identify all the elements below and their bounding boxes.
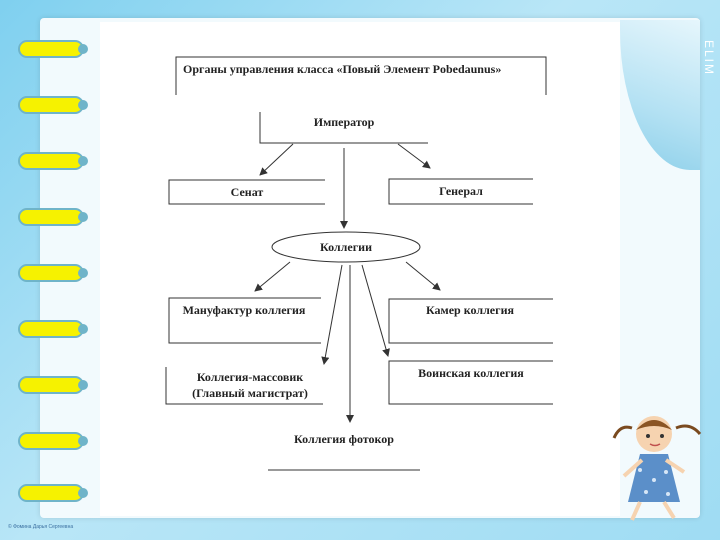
emperor-box [259,112,428,144]
node-manufactory: Мануфактур коллегия [183,303,306,317]
binder-ring [18,40,88,58]
title-box [175,56,547,95]
arrow-to-general [397,143,431,169]
node-emperor: Император [314,115,375,129]
footer-credit: © Фомина Дарья Сергеевна [8,524,74,530]
side-text: ELIM [702,40,716,77]
binder-ring [18,96,88,114]
girl-illustration [612,416,702,521]
arrow-to-mass [321,264,343,365]
chamber-box [388,298,553,344]
node-colleges: Коллегии [320,240,372,254]
senate-box [168,179,325,205]
diagram-sheet [100,22,620,516]
colleges-ellipse [271,231,421,263]
arrow-to-chamber [405,261,441,291]
node-chamber: Камер коллегия [426,303,514,317]
manufactory-box [168,297,321,344]
node-photo: Коллегия фотокор [294,432,394,446]
binder-ring [18,484,88,502]
binder-ring [18,264,88,282]
mass-box [165,367,323,405]
binder-ring [18,152,88,170]
binder-ring [18,320,88,338]
arrow-to-manufactory [254,261,291,292]
arrow-to-senate [259,143,294,176]
binder-ring [18,208,88,226]
binder-ring [18,376,88,394]
node-general: Генерал [439,184,483,198]
binder-ring [18,432,88,450]
general-box [388,178,533,205]
diagram-title: Органы управления класса «Повый Элемент … [183,62,501,76]
military-box [388,360,553,405]
node-mass-line2: (Главный магистрат) [192,386,308,400]
node-military: Воинская коллегия [418,366,524,380]
arrow-to-military [361,264,390,357]
node-senate: Сенат [231,185,264,199]
node-mass-line1: Коллегия-массовик [197,370,303,384]
